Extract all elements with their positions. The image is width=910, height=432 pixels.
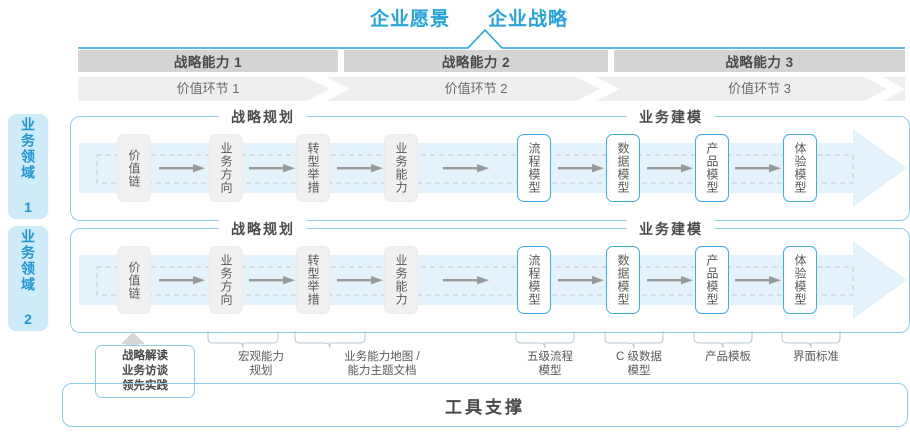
- tool-support-label: 工具支撑: [445, 397, 525, 417]
- domain-row-1: 战略规划 业务建模 价值链 业务方向 转型举措 业务能力 流程模型 数据模型 产…: [70, 107, 910, 221]
- bottom-label-line: 模型: [538, 365, 562, 377]
- node-label: 转型举措: [306, 254, 320, 306]
- capability-label-2: 战略能力 2: [441, 55, 511, 70]
- bottom-label-capability-map: 业务能力地图 / 能力主题文档: [324, 350, 440, 378]
- node-label: 数据模型: [616, 254, 630, 306]
- capability-label-1: 战略能力 1: [173, 55, 243, 70]
- bottom-label-ui-standard: 界面标准: [763, 350, 869, 364]
- value-chain-strip: 价值环节 1 价值环节 2 价值环节 3: [78, 77, 905, 101]
- enterprise-strategy-title: 企业战略: [488, 9, 569, 30]
- value-chain-arrow-shapes: [78, 77, 905, 101]
- capability-bar-1: 战略能力 1: [78, 50, 338, 72]
- capability-bar-3: 战略能力 3: [614, 50, 905, 72]
- node-label: 业务方向: [219, 254, 233, 306]
- enterprise-vision-title: 企业愿景: [370, 9, 451, 30]
- vision-connector-line: [78, 28, 905, 49]
- section-title-modeling-2: 业务建模: [627, 219, 715, 239]
- node-label: 产品模型: [705, 142, 719, 194]
- node-label: 价值链: [127, 260, 141, 300]
- capability-label-3: 战略能力 3: [725, 55, 794, 70]
- bottom-label-process-model: 五级流程 模型: [497, 350, 603, 378]
- vision-header: 企业愿景 企业战略: [0, 4, 910, 30]
- node-value-chain-r2[interactable]: 价值链: [117, 246, 151, 314]
- node-business-direction-r1[interactable]: 业务方向: [209, 134, 243, 202]
- node-transformation-measures-r1[interactable]: 转型举措: [296, 134, 330, 202]
- node-experience-model-r2[interactable]: 体验模型: [783, 246, 817, 314]
- node-label: 业务能力: [394, 254, 408, 306]
- section-title-planning-2: 战略规划: [219, 219, 307, 239]
- bottom-label-line: 能力主题文档: [347, 365, 417, 377]
- bottom-label-line: 规划: [249, 365, 273, 377]
- bottom-label-line: 界面标准: [793, 351, 839, 363]
- row-2-arrows: [159, 276, 781, 285]
- section-title-modeling-1: 业务建模: [627, 107, 715, 127]
- node-label: 价值链: [127, 148, 141, 188]
- node-process-model-r2[interactable]: 流程模型: [517, 246, 551, 314]
- node-experience-model-r1[interactable]: 体验模型: [783, 134, 817, 202]
- node-product-model-r1[interactable]: 产品模型: [695, 134, 729, 202]
- bottom-label-product-template: 产品模板: [675, 350, 781, 364]
- bottom-label-line: 五级流程: [527, 351, 573, 363]
- bottom-label-line: 宏观能力: [238, 351, 284, 363]
- node-label: 业务方向: [219, 142, 233, 194]
- value-chain-label-1: 价值环节 1: [176, 81, 240, 96]
- bottom-label-line: 产品模板: [705, 351, 751, 363]
- capability-bar-2: 战略能力 2: [344, 50, 608, 72]
- node-business-capability-r1[interactable]: 业务能力: [384, 134, 418, 202]
- bottom-label-data-model: C 级数据 模型: [586, 350, 692, 378]
- node-process-model-r1[interactable]: 流程模型: [517, 134, 551, 202]
- node-data-model-r2[interactable]: 数据模型: [606, 246, 640, 314]
- bottom-label-line: 战略解读: [122, 350, 168, 362]
- node-label: 产品模型: [705, 254, 719, 306]
- bottom-label-line: C 级数据: [616, 351, 662, 363]
- node-business-capability-r2[interactable]: 业务能力: [384, 246, 418, 314]
- value-chain-label-2: 价值环节 2: [444, 81, 508, 96]
- node-label: 流程模型: [527, 142, 541, 194]
- value-chain-label-3: 价值环节 3: [728, 81, 791, 96]
- tool-support-container: 工具支撑: [62, 383, 908, 427]
- node-label: 数据模型: [616, 142, 630, 194]
- domain-tab-1[interactable]: 业务领域 1: [8, 114, 48, 219]
- bottom-label-macro-capability: 宏观能力 规划: [208, 350, 314, 378]
- node-product-model-r2[interactable]: 产品模型: [695, 246, 729, 314]
- row-1-arrows: [159, 164, 781, 173]
- node-data-model-r1[interactable]: 数据模型: [606, 134, 640, 202]
- bottom-label-line: 模型: [627, 365, 651, 377]
- node-label: 体验模型: [793, 142, 807, 194]
- section-title-planning-1: 战略规划: [219, 107, 307, 127]
- node-label: 转型举措: [306, 142, 320, 194]
- node-label: 业务能力: [394, 142, 408, 194]
- domain-tab-label-1: 业务领域 1: [20, 116, 36, 217]
- domain-row-2: 战略规划 业务建模 价值链 业务方向 转型举措 业务能力 流程模型 数据模型 产…: [70, 219, 910, 333]
- node-business-direction-r2[interactable]: 业务方向: [209, 246, 243, 314]
- bottom-label-line: 业务访谈: [122, 365, 168, 377]
- bottom-label-line: 业务能力地图 /: [344, 351, 420, 363]
- bottom-label-box-value-chain: 战略解读 业务访谈 领先实践: [95, 345, 195, 398]
- node-label: 体验模型: [793, 254, 807, 306]
- domain-tab-label-2: 业务领域 2: [20, 228, 36, 329]
- domain-tab-2[interactable]: 业务领域 2: [8, 226, 48, 331]
- node-value-chain-r1[interactable]: 价值链: [117, 134, 151, 202]
- node-transformation-measures-r2[interactable]: 转型举措: [296, 246, 330, 314]
- node-label: 流程模型: [527, 254, 541, 306]
